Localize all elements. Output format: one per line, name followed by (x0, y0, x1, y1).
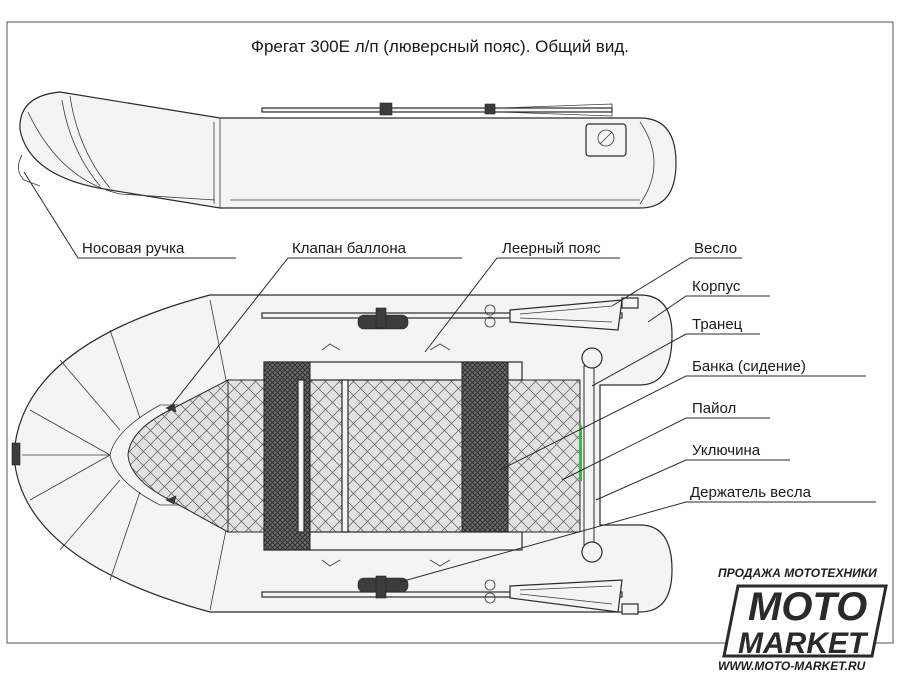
accent-green-marker (579, 425, 582, 481)
label-transom: Транец (692, 316, 743, 333)
oarlock-top (261, 299, 623, 331)
side-view (18, 91, 677, 209)
label-oar-holder: Держатель весла (690, 484, 812, 501)
transom (583, 365, 595, 547)
logo-line1: MOTO (748, 585, 867, 629)
top-view (11, 294, 673, 615)
logo-tagline: ПРОДАЖА МОТОТЕХНИКИ (718, 566, 877, 580)
drawing-frame (6, 21, 894, 644)
label-oarlock: Уключина (692, 442, 761, 459)
moto-market-logo: ПРОДАЖА МОТОТЕХНИКИ MOTO MARKET WWW.MOTO… (718, 566, 888, 673)
logo-line2: MARKET (738, 627, 869, 660)
oarlock-bottom (261, 575, 623, 613)
label-rope-belt: Леерный пояс (502, 240, 601, 257)
label-oar: Весло (694, 240, 737, 257)
label-bench: Банка (сидение) (692, 358, 806, 375)
label-floor: Пайол (692, 400, 736, 417)
bench-rear (461, 361, 509, 533)
label-hull: Корпус (692, 278, 741, 295)
label-cylinder-valve: Клапан баллона (292, 240, 407, 257)
leader-lines (23, 171, 876, 583)
diagram-title: Фрегат 300Е л/п (люверсный пояс). Общий … (251, 37, 629, 56)
label-nose-handle: Носовая ручка (82, 240, 185, 257)
logo-url: WWW.MOTO-MARKET.RU (718, 659, 866, 673)
